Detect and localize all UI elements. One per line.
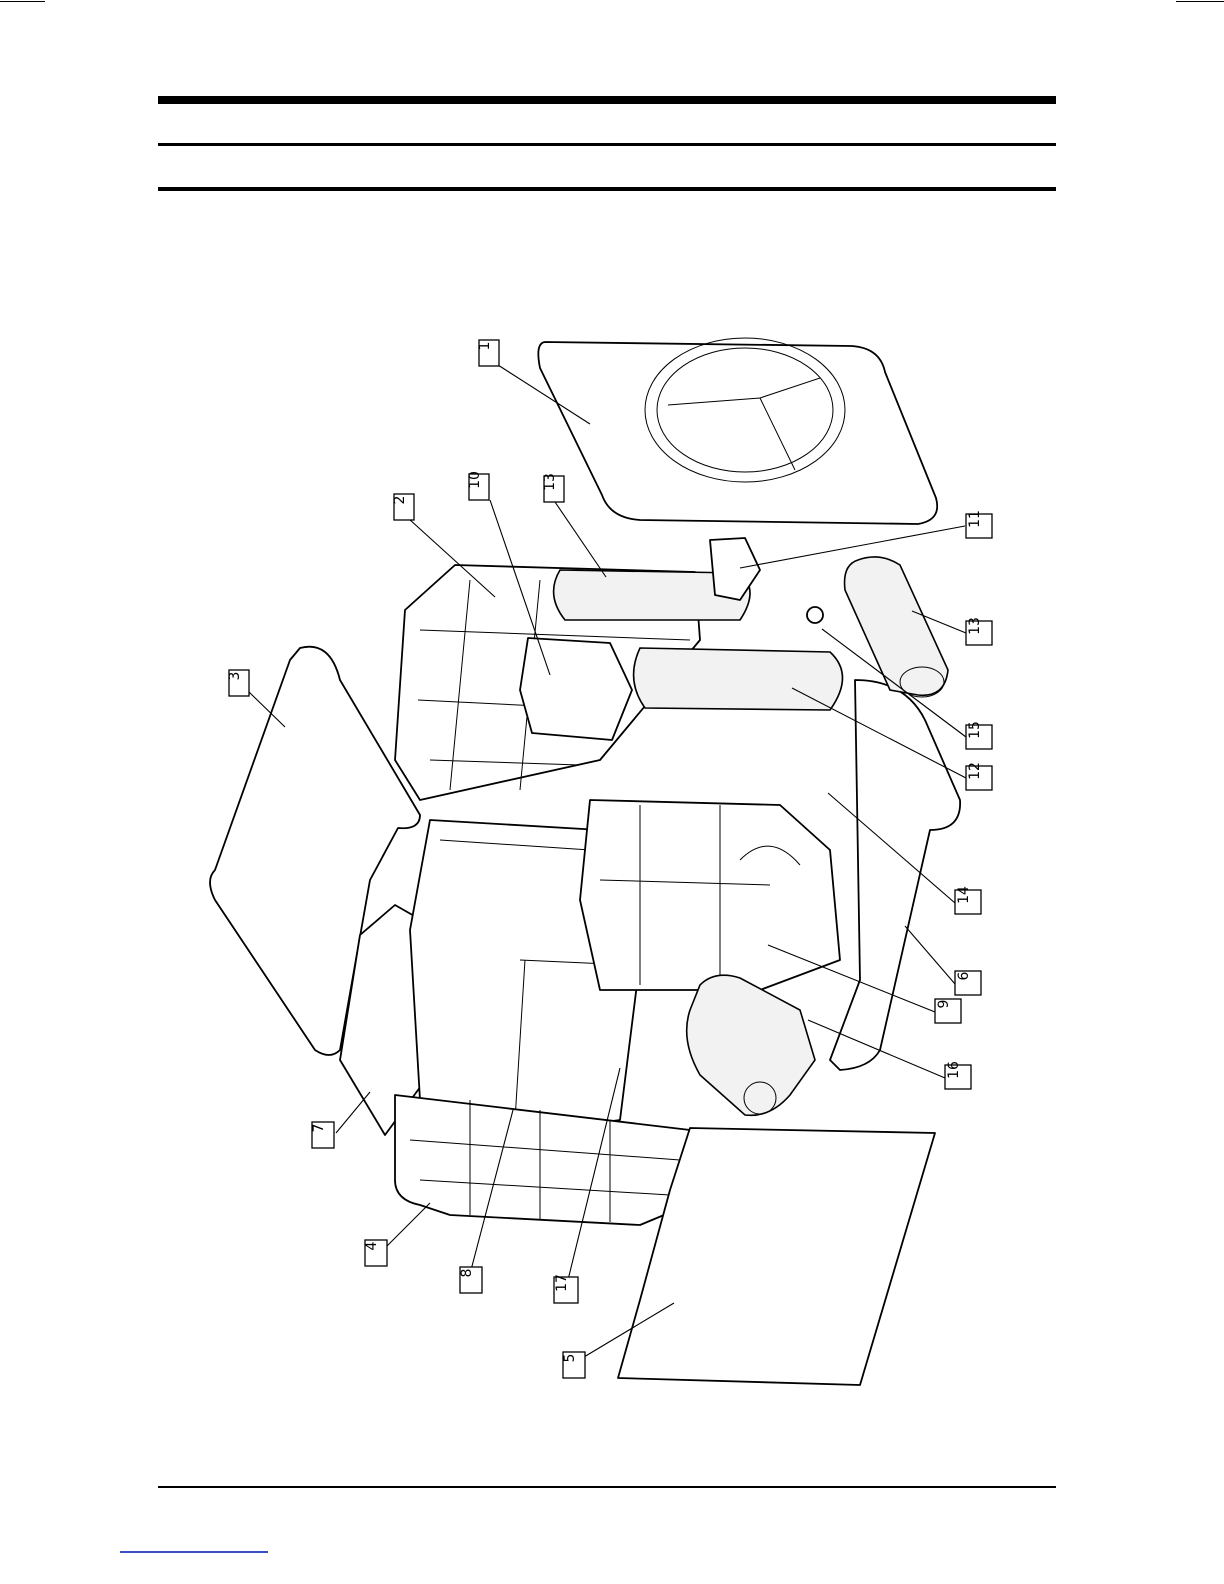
- part-filter-cartridge: [845, 557, 948, 695]
- part-pump-motor: [687, 975, 815, 1115]
- callout-11: 11: [966, 510, 992, 538]
- callout-13-top: 13: [542, 473, 564, 502]
- callout-4: 4: [364, 1240, 387, 1266]
- callout-label: 17: [554, 1274, 570, 1292]
- callout-10: 10: [467, 471, 489, 500]
- callout-label: 11: [967, 510, 983, 528]
- callout-16: 16: [945, 1061, 971, 1089]
- callout-13-right: 13: [966, 617, 992, 645]
- callout-8: 8: [459, 1267, 482, 1293]
- part-valve: [710, 538, 760, 600]
- callout-label: 15: [967, 721, 983, 739]
- callout-label: 7: [311, 1124, 327, 1133]
- callout-label: 8: [459, 1269, 475, 1278]
- part-front-frame: [395, 1095, 700, 1225]
- callout-label: 10: [467, 471, 483, 489]
- part-filter-main: [634, 648, 843, 710]
- callout-label: 6: [956, 971, 972, 980]
- callout-label: 2: [392, 496, 408, 505]
- callout-label: 13: [967, 617, 983, 635]
- callout-7: 7: [311, 1122, 334, 1148]
- callout-15: 15: [966, 721, 992, 749]
- callout-label: 1: [477, 342, 493, 351]
- part-fitting: [807, 607, 823, 623]
- callout-label: 14: [956, 886, 972, 904]
- callout-1: 1: [477, 340, 499, 366]
- assembly-drawing: [210, 338, 960, 1385]
- callout-label: 9: [936, 1000, 952, 1009]
- callout-label: 5: [562, 1354, 578, 1363]
- callout-label: 13: [542, 473, 558, 491]
- callout-label: 16: [946, 1061, 962, 1079]
- callout-6: 6: [955, 971, 981, 995]
- callout-label: 4: [364, 1241, 380, 1250]
- callout-3: 3: [227, 670, 249, 696]
- part-heater-block: [520, 638, 632, 740]
- callout-label: 12: [967, 762, 983, 780]
- callout-14: 14: [955, 886, 981, 914]
- footer-link-underline[interactable]: [120, 1551, 268, 1553]
- callout-label: 3: [227, 672, 243, 681]
- footer-rule: [158, 1486, 1056, 1488]
- callout-2: 2: [392, 494, 414, 520]
- callout-5: 5: [562, 1352, 585, 1378]
- callout-9: 9: [935, 999, 961, 1023]
- callout-12: 12: [966, 762, 992, 790]
- part-top-cover: [538, 342, 937, 524]
- callout-17: 17: [554, 1274, 578, 1303]
- part-chassis: [580, 800, 840, 990]
